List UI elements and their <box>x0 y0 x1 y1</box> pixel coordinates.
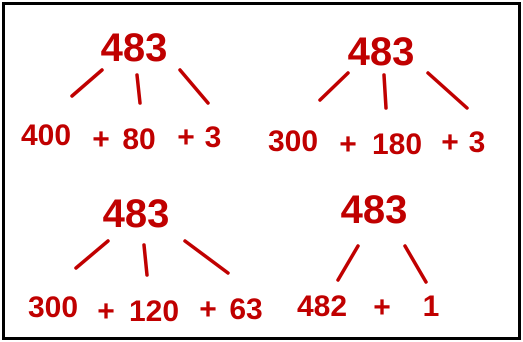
tree1-plus-2: + <box>177 121 195 154</box>
tree4-part-2: 1 <box>422 290 440 323</box>
tree3-root: 483 <box>102 192 170 236</box>
tree3-branch-right <box>183 239 230 275</box>
tree2-plus-2: + <box>441 126 459 159</box>
tree2-part-3: 3 <box>468 126 486 159</box>
tree2-root: 483 <box>347 30 415 74</box>
tree4-root: 483 <box>340 188 408 232</box>
tree4-part-1: 482 <box>296 290 348 323</box>
tree1-branch-middle <box>135 73 142 105</box>
tree2-part-2: 180 <box>371 128 423 161</box>
tree3-part-3: 63 <box>229 293 263 326</box>
tree3-part-2: 120 <box>128 295 180 328</box>
tree2-part-1: 300 <box>267 125 319 158</box>
tree2-branch-left <box>318 71 350 102</box>
tree2-plus-1: + <box>339 128 357 161</box>
tree1-plus-1: + <box>92 123 110 156</box>
tree3-plus-2: + <box>199 293 217 326</box>
tree1-branch-right <box>178 68 210 105</box>
tree3-plus-1: + <box>97 295 115 328</box>
tree2-branch-middle <box>382 73 388 110</box>
tree2-branch-right <box>426 71 469 110</box>
tree1-part-1: 400 <box>20 119 72 152</box>
tree4-branch-right <box>403 244 428 284</box>
tree3-branch-left <box>74 239 110 270</box>
tree1-branch-left <box>70 68 104 98</box>
tree4-branch-left <box>336 244 360 282</box>
tree3-part-1: 300 <box>27 291 79 324</box>
tree1-root: 483 <box>100 26 168 70</box>
tree1-part-3: 3 <box>204 121 222 154</box>
tree1-part-2: 80 <box>122 123 156 156</box>
tree4-plus-1: + <box>373 291 391 324</box>
tree3-branch-middle <box>142 243 149 277</box>
